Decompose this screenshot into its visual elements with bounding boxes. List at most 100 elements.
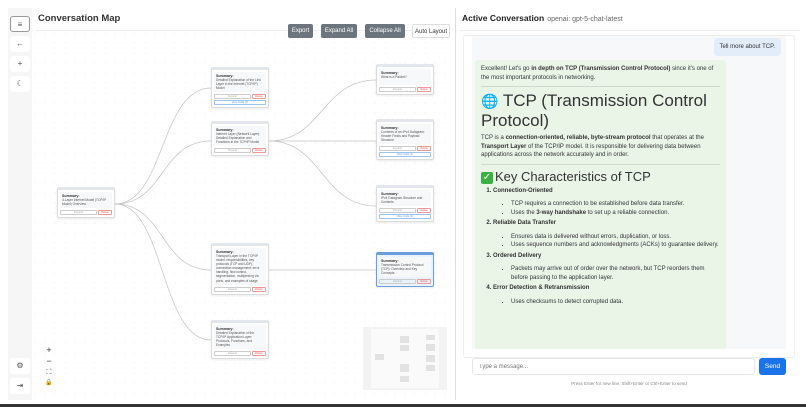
zoom-out-button[interactable]: −: [46, 356, 52, 366]
node-summary: Summary:What is a Packet?: [379, 69, 431, 85]
expand-button[interactable]: Expand: [60, 210, 97, 216]
conversation-node[interactable]: Summary:4-Layer Internet Model (TCP/IP M…: [57, 187, 115, 219]
logout-icon[interactable]: ⇥: [10, 378, 30, 394]
node-summary: Summary:IPv4 Datagram Structure and Cont…: [379, 190, 431, 207]
list-item: Connection-Oriented TCP requires a conne…: [493, 187, 720, 218]
conversation-node[interactable]: Summary:Internet Layer (Network Layer): …: [211, 121, 269, 157]
input-hint: Press Enter for new line, Shift+Enter or…: [571, 381, 687, 386]
summary-label: Summary:: [381, 71, 399, 75]
delete-button[interactable]: Delete: [252, 94, 266, 100]
list-item: Reliable Data Transfer Ensures data is d…: [493, 219, 720, 250]
expand-button[interactable]: Expand: [379, 279, 416, 285]
expand-button[interactable]: Expand: [379, 87, 416, 92]
lock-button[interactable]: 🔒: [45, 380, 53, 386]
delete-button[interactable]: Delete: [252, 351, 266, 357]
intro-paragraph: Excellent! Let's go in depth on TCP (Tra…: [481, 66, 714, 81]
expand-button[interactable]: Expand: [379, 208, 416, 214]
minimap-node: [400, 376, 409, 382]
summary-label: Summary:: [216, 327, 234, 331]
assistant-message: Excellent! Let's go in depth on TCP (Tra…: [475, 60, 726, 349]
expand-button[interactable]: Expand: [214, 148, 251, 154]
delete-button[interactable]: Delete: [252, 286, 266, 292]
left-toolbar: ≡ ← + ☾ ⚙ ⇥: [8, 8, 32, 400]
node-text: Transmission Control Protocol (TCP): Ove…: [381, 263, 424, 276]
user-message: Tell more about TCP.: [713, 38, 781, 56]
node-summary: Summary:Transport Layer in the TCP/IP mo…: [214, 248, 266, 285]
minimap[interactable]: [363, 327, 447, 390]
expand-button[interactable]: Expand: [214, 286, 251, 292]
divider: [460, 30, 800, 31]
settings-icon[interactable]: ⚙: [10, 358, 30, 374]
delete-button[interactable]: Delete: [417, 87, 431, 92]
node-text: What is a Packet?: [381, 75, 407, 79]
delete-button[interactable]: Delete: [417, 208, 431, 214]
node-text: Transport Layer in the TCP/IP model: res…: [216, 254, 260, 283]
characteristics-list: Connection-Oriented TCP requires a conne…: [493, 187, 720, 307]
node-text: Internet Layer (Network Layer): Detailed…: [216, 132, 261, 145]
conversation-node[interactable]: Summary:Detailed Explanation of the TCP/…: [211, 320, 269, 360]
globe-icon: 🌐: [481, 93, 499, 109]
delete-button[interactable]: Delete: [252, 148, 266, 154]
conversation-node[interactable]: Summary:Contents of an IPv4 Datagram: He…: [376, 119, 434, 161]
expand-button[interactable]: Expand: [214, 351, 251, 357]
view-code-button[interactable]: View Code (1): [379, 152, 431, 158]
divider: [481, 86, 720, 87]
zoom-in-button[interactable]: +: [46, 345, 52, 355]
view-code-button[interactable]: View Code (1): [214, 100, 266, 106]
send-button[interactable]: Send: [759, 358, 786, 375]
chat-container: Tell more about TCP. Excellent! Let's go…: [463, 35, 795, 358]
list-item: Ordered Delivery Packets may arrive out …: [493, 252, 720, 283]
divider: [481, 163, 720, 165]
view-code-button[interactable]: View Code (1): [379, 214, 431, 220]
message-input[interactable]: [472, 358, 755, 375]
minimap-node: [400, 336, 409, 343]
expand-button[interactable]: Expand: [379, 146, 416, 152]
conversation-node[interactable]: Summary:Transport Layer in the TCP/IP mo…: [211, 243, 269, 295]
check-icon: ✓: [481, 171, 493, 184]
map-title: Conversation Map: [38, 13, 121, 24]
summary-label: Summary:: [216, 128, 234, 132]
conversation-node[interactable]: Summary:Detailed Explanation of the Link…: [211, 67, 269, 109]
node-text: 4-Layer Internet Model (TCP/IP Model) Ov…: [62, 198, 107, 207]
tcp-description: TCP is a connection-oriented, reliable, …: [481, 135, 704, 158]
fit-view-button[interactable]: ⛶: [46, 369, 52, 376]
summary-label: Summary:: [381, 259, 399, 263]
delete-button[interactable]: Delete: [98, 210, 112, 216]
node-summary: Summary:Detailed Explanation of the Link…: [214, 72, 266, 93]
summary-label: Summary:: [381, 126, 399, 130]
message-list[interactable]: Tell more about TCP. Excellent! Let's go…: [472, 36, 786, 349]
title-text: Active Conversation: [462, 13, 545, 23]
list-item: Error Detection & Retransmission Uses ch…: [493, 284, 720, 306]
summary-label: Summary:: [216, 74, 234, 78]
minimap-node: [375, 354, 384, 360]
model-label: openai: gpt-5-chat-latest: [547, 16, 623, 23]
node-summary: Summary:Contents of an IPv4 Datagram: He…: [379, 124, 431, 145]
conversation-node[interactable]: Summary:Transmission Control Protocol (T…: [376, 252, 434, 288]
heading-tcp: 🌐 TCP (Transmission Control Protocol): [481, 91, 707, 130]
node-text: Detailed Explanation of the Link Layer i…: [216, 78, 261, 91]
moon-icon[interactable]: ☾: [10, 76, 30, 92]
plus-icon[interactable]: +: [10, 56, 30, 72]
expand-button[interactable]: Expand: [214, 94, 251, 100]
collapse-all-button[interactable]: Collapse All: [365, 24, 405, 38]
summary-label: Summary:: [381, 192, 399, 196]
back-arrow-icon[interactable]: ←: [10, 36, 30, 52]
node-text: Contents of an IPv4 Datagram: Header Fie…: [381, 130, 425, 143]
node-summary: Summary:Internet Layer (Network Layer): …: [214, 126, 266, 147]
node-text: IPv4 Datagram Structure and Contents: [381, 196, 423, 205]
minimap-node: [426, 335, 435, 340]
delete-button[interactable]: Delete: [417, 279, 431, 285]
menu-icon[interactable]: ≡: [10, 16, 30, 32]
expand-all-button[interactable]: Expand All: [321, 24, 357, 38]
node-summary: Summary:4-Layer Internet Model (TCP/IP M…: [60, 192, 112, 209]
heading-key-characteristics: ✓Key Characteristics of TCP: [481, 168, 651, 184]
conversation-node[interactable]: Summary:IPv4 Datagram Structure and Cont…: [376, 185, 434, 223]
export-button[interactable]: Export: [288, 24, 313, 38]
auto-layout-button[interactable]: Auto Layout: [412, 24, 450, 38]
node-summary: Summary:Detailed Explanation of the TCP/…: [214, 325, 266, 350]
minimap-node: [426, 355, 435, 362]
delete-button[interactable]: Delete: [417, 146, 431, 152]
